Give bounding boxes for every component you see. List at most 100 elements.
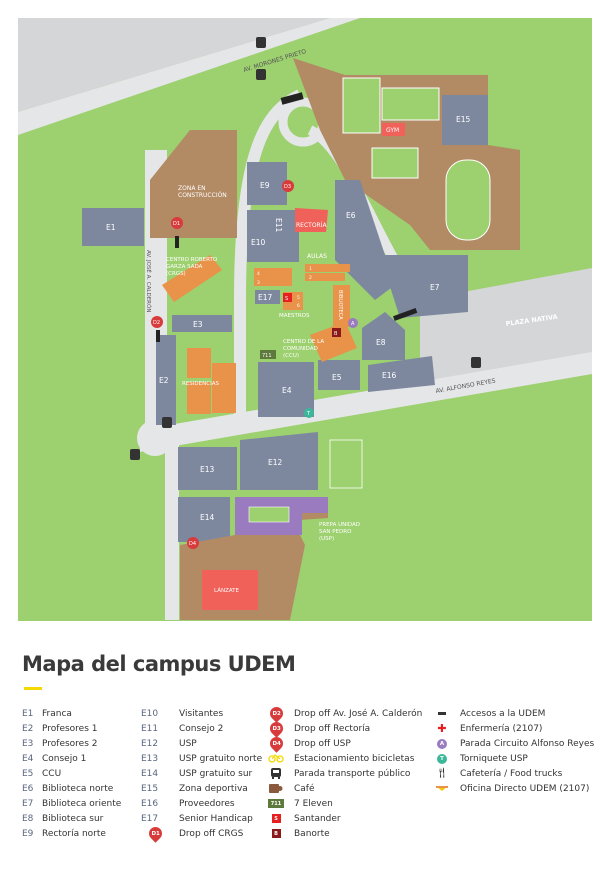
building-e1-label: E1 <box>106 223 116 232</box>
building-e4[interactable] <box>258 362 314 417</box>
building-e1[interactable] <box>82 208 144 246</box>
road-alfonso-reyes[interactable] <box>140 352 592 452</box>
building-e3[interactable] <box>172 315 232 332</box>
building-e5-label: E5 <box>332 373 342 382</box>
construction-label: CONSTRUCCIÓN <box>178 192 227 199</box>
legend-item: Accesos a la UDEM <box>432 706 594 721</box>
legend-title: Mapa del campus UDEM <box>22 652 296 676</box>
banorte-icon: B <box>271 829 281 838</box>
gym-label: GYM <box>386 127 399 134</box>
seven-eleven-marker[interactable]: 711 <box>260 350 276 359</box>
crgs-label: CENTRO ROBERTO <box>166 257 218 263</box>
building-e13[interactable] <box>178 447 237 490</box>
parada-a-marker[interactable]: A <box>348 318 358 328</box>
legend-label: Drop off USP <box>294 738 351 749</box>
road-label-calderon: AV. JOSÉ A. CALDERÓN <box>145 250 153 312</box>
aulas-1[interactable] <box>305 264 350 272</box>
building-e9[interactable] <box>247 162 287 205</box>
torniquete-marker[interactable]: T <box>304 408 314 418</box>
legend-code: E10 <box>141 708 159 719</box>
bicycle-icon <box>266 754 286 763</box>
santander-icon: S <box>271 814 281 823</box>
legend-label: Accesos a la UDEM <box>460 708 546 719</box>
legend-label: Santander <box>294 813 341 824</box>
building-e7[interactable] <box>380 255 468 318</box>
legend-code: E11 <box>141 723 159 734</box>
legend-code: E5 <box>22 768 34 779</box>
legend-label: Cafetería / Food trucks <box>460 768 563 779</box>
prepa-label: SAN PEDRO <box>319 529 352 535</box>
building-e5[interactable] <box>318 360 360 390</box>
building-e2[interactable] <box>156 335 176 425</box>
crgs-label: (CRGS) <box>166 271 186 277</box>
drop-pin-d3[interactable]: D3 <box>282 180 294 192</box>
aulas-number: 5 <box>297 295 300 301</box>
lanzate-label: LÁNZATE <box>214 587 240 594</box>
legend-label: Senior Handicap <box>179 813 253 824</box>
road-south[interactable] <box>165 440 179 620</box>
bus-stop-a-icon: A <box>437 738 447 749</box>
residencias-label: RESIDENCIAS <box>182 381 219 387</box>
legend-label: Oficina Directo UDEM (2107) <box>460 783 590 794</box>
prepa-label: PREPA UNIDAD <box>319 522 360 528</box>
legend-label: Visitantes <box>179 708 224 719</box>
aulas-2[interactable] <box>305 273 345 281</box>
rectoria-building[interactable] <box>295 208 328 232</box>
banorte-marker[interactable]: B <box>332 328 341 337</box>
legend-item: S Santander <box>266 811 422 826</box>
drop-pin-d2[interactable]: D2 <box>151 316 163 328</box>
drop-pin-d1[interactable]: D1 <box>171 217 183 229</box>
access-gate-icon <box>432 712 452 715</box>
lanzate-building[interactable] <box>202 570 258 610</box>
residencias-building[interactable] <box>187 382 211 414</box>
legend-label: CCU <box>42 768 62 779</box>
drop-pin-d4[interactable]: D4 <box>187 537 199 549</box>
gym-building[interactable] <box>382 123 405 136</box>
biblioteca-label: BIBLIOTECA <box>337 290 343 320</box>
ccu-building[interactable] <box>310 322 357 362</box>
legend-label: Biblioteca oriente <box>42 798 122 809</box>
buildings: E1 E2 E3 E4 E5 E6 E7 E8 E16 E9 E10 E11 E… <box>82 162 468 542</box>
pin-code: D2 <box>271 710 281 717</box>
bus-icon <box>266 768 286 779</box>
legend-code: E6 <box>22 783 34 794</box>
legend-label: USP gratuito sur <box>179 768 253 779</box>
legend-item: E7 Biblioteca oriente <box>22 796 121 811</box>
legend-code: E7 <box>22 798 34 809</box>
building-e14[interactable] <box>178 497 230 542</box>
building-e12[interactable] <box>240 432 318 490</box>
legend-label: Biblioteca norte <box>42 783 114 794</box>
legend-label: Consejo 2 <box>179 723 224 734</box>
santander-marker[interactable]: S <box>283 293 292 302</box>
ccu-label: COMUNIDAD <box>283 346 318 352</box>
building-e10[interactable] <box>247 210 299 262</box>
legend-label: Drop off Rectoría <box>294 723 371 734</box>
biblioteca-building[interactable] <box>333 285 350 327</box>
crgs-building[interactable] <box>162 255 222 302</box>
legend-label: Parada transporte público <box>294 768 411 779</box>
building-e17[interactable] <box>255 290 280 304</box>
campus-map[interactable]: PLAZA NATIVA AV. MORONES PRIETO AV. JOSÉ… <box>0 0 612 640</box>
residencias-building[interactable] <box>187 348 211 378</box>
legend-label: USP gratuito norte <box>179 753 263 764</box>
aulas-3-4[interactable] <box>254 268 292 286</box>
road-morones-prieto[interactable] <box>18 18 360 135</box>
building-e15[interactable] <box>442 95 488 145</box>
aulas-number: 2 <box>309 275 312 281</box>
building-e8[interactable] <box>362 312 405 360</box>
building-e16[interactable] <box>368 356 435 392</box>
legend-code: E8 <box>22 813 34 824</box>
legend-label: Zona deportiva <box>179 783 248 794</box>
running-track <box>445 159 491 241</box>
building-e17-label: E17 <box>258 293 273 302</box>
bus-icon <box>130 37 481 460</box>
residencias-building[interactable] <box>212 363 236 413</box>
